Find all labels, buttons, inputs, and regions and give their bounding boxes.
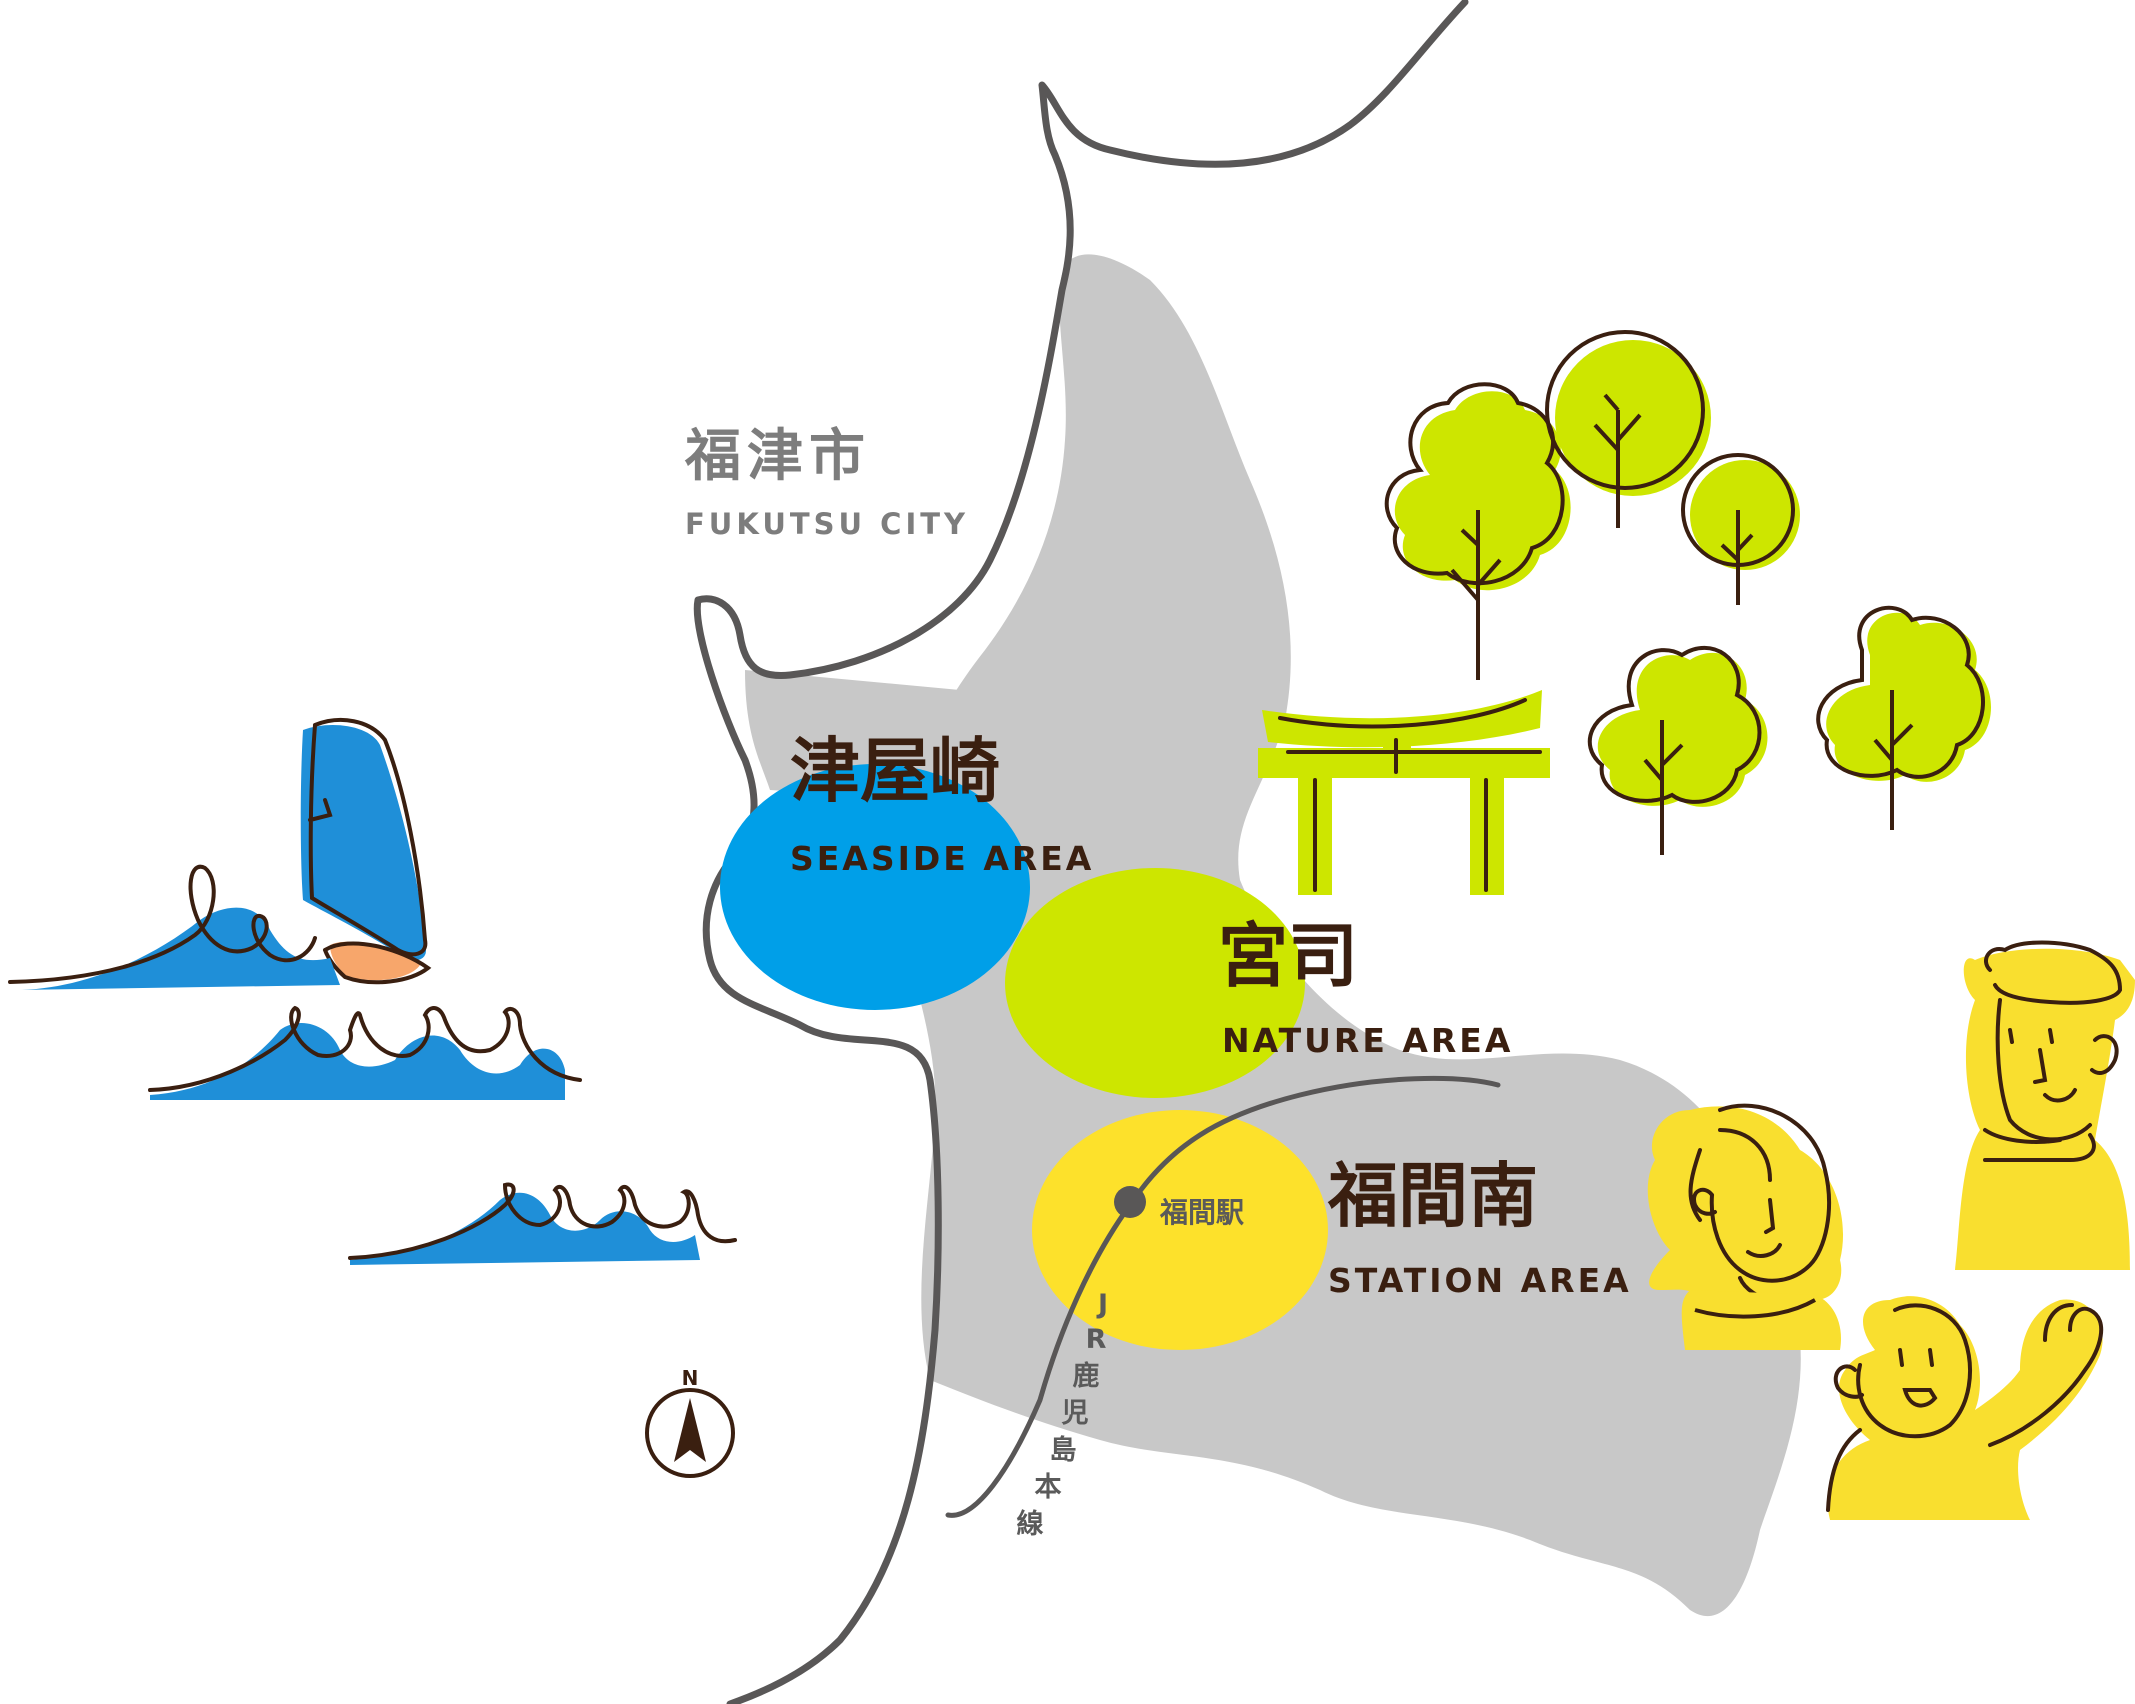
- railway-label-char: 線: [1017, 1508, 1044, 1540]
- railway-label-char: 児: [1062, 1398, 1089, 1429]
- area-name-ja: 津屋崎: [790, 730, 1000, 812]
- tree-icon: [1816, 605, 1992, 830]
- railway-label-char: R: [1086, 1324, 1107, 1355]
- people-group: [1647, 940, 2135, 1520]
- station-area-circle[interactable]: [1032, 1110, 1328, 1350]
- area-name-ja: 福間南: [1327, 1155, 1538, 1237]
- compass-label: N: [682, 1366, 699, 1390]
- seaside-area-label[interactable]: 津屋崎 SEASIDE AREA: [790, 730, 1094, 878]
- railway-label: J R 鹿 児 島 本 線: [1017, 1289, 1109, 1540]
- fukuma-station-label: 福間駅: [1159, 1196, 1244, 1229]
- tree-icon: [1587, 645, 1768, 855]
- fukuma-station-dot[interactable]: [1114, 1186, 1146, 1218]
- city-name-ja: 福津市: [684, 424, 871, 489]
- area-name-en: NATURE AREA: [1222, 1021, 1513, 1060]
- area-name-en: SEASIDE AREA: [790, 839, 1094, 878]
- area-name-ja: 宮司: [1218, 915, 1358, 997]
- sailboat-hull: [330, 941, 420, 981]
- tree-icon: [1384, 382, 1571, 680]
- city-label: 福津市 FUKUTSU CITY: [684, 424, 969, 541]
- city-name-en: FUKUTSU CITY: [685, 507, 969, 541]
- man-icon: [1955, 940, 2135, 1270]
- station-area-label[interactable]: 福間南 STATION AREA: [1327, 1155, 1632, 1300]
- sailboat-sail: [300, 725, 426, 961]
- coastline: [693, 0, 1469, 1704]
- sea-waves: [8, 718, 737, 1265]
- nature-area-circle[interactable]: [1005, 868, 1305, 1098]
- railway-label-char: 鹿: [1073, 1360, 1100, 1392]
- woman-icon: [1647, 1103, 1844, 1350]
- tree-icon: [1545, 330, 1711, 528]
- boy-icon: [1826, 1296, 2104, 1520]
- nature-area-label[interactable]: 宮司 NATURE AREA: [1218, 915, 1513, 1060]
- railway-label-char: 島: [1050, 1435, 1077, 1466]
- railway-label-char: J: [1096, 1289, 1108, 1320]
- north-compass-icon: N: [645, 1366, 735, 1478]
- railway-label-char: 本: [1035, 1472, 1062, 1503]
- area-name-en: STATION AREA: [1328, 1261, 1632, 1300]
- tree-icon: [1681, 453, 1800, 605]
- trees-group: [1384, 330, 1992, 855]
- torii-gate-icon: [1258, 690, 1550, 895]
- seaside-area-circle[interactable]: [720, 764, 1030, 1010]
